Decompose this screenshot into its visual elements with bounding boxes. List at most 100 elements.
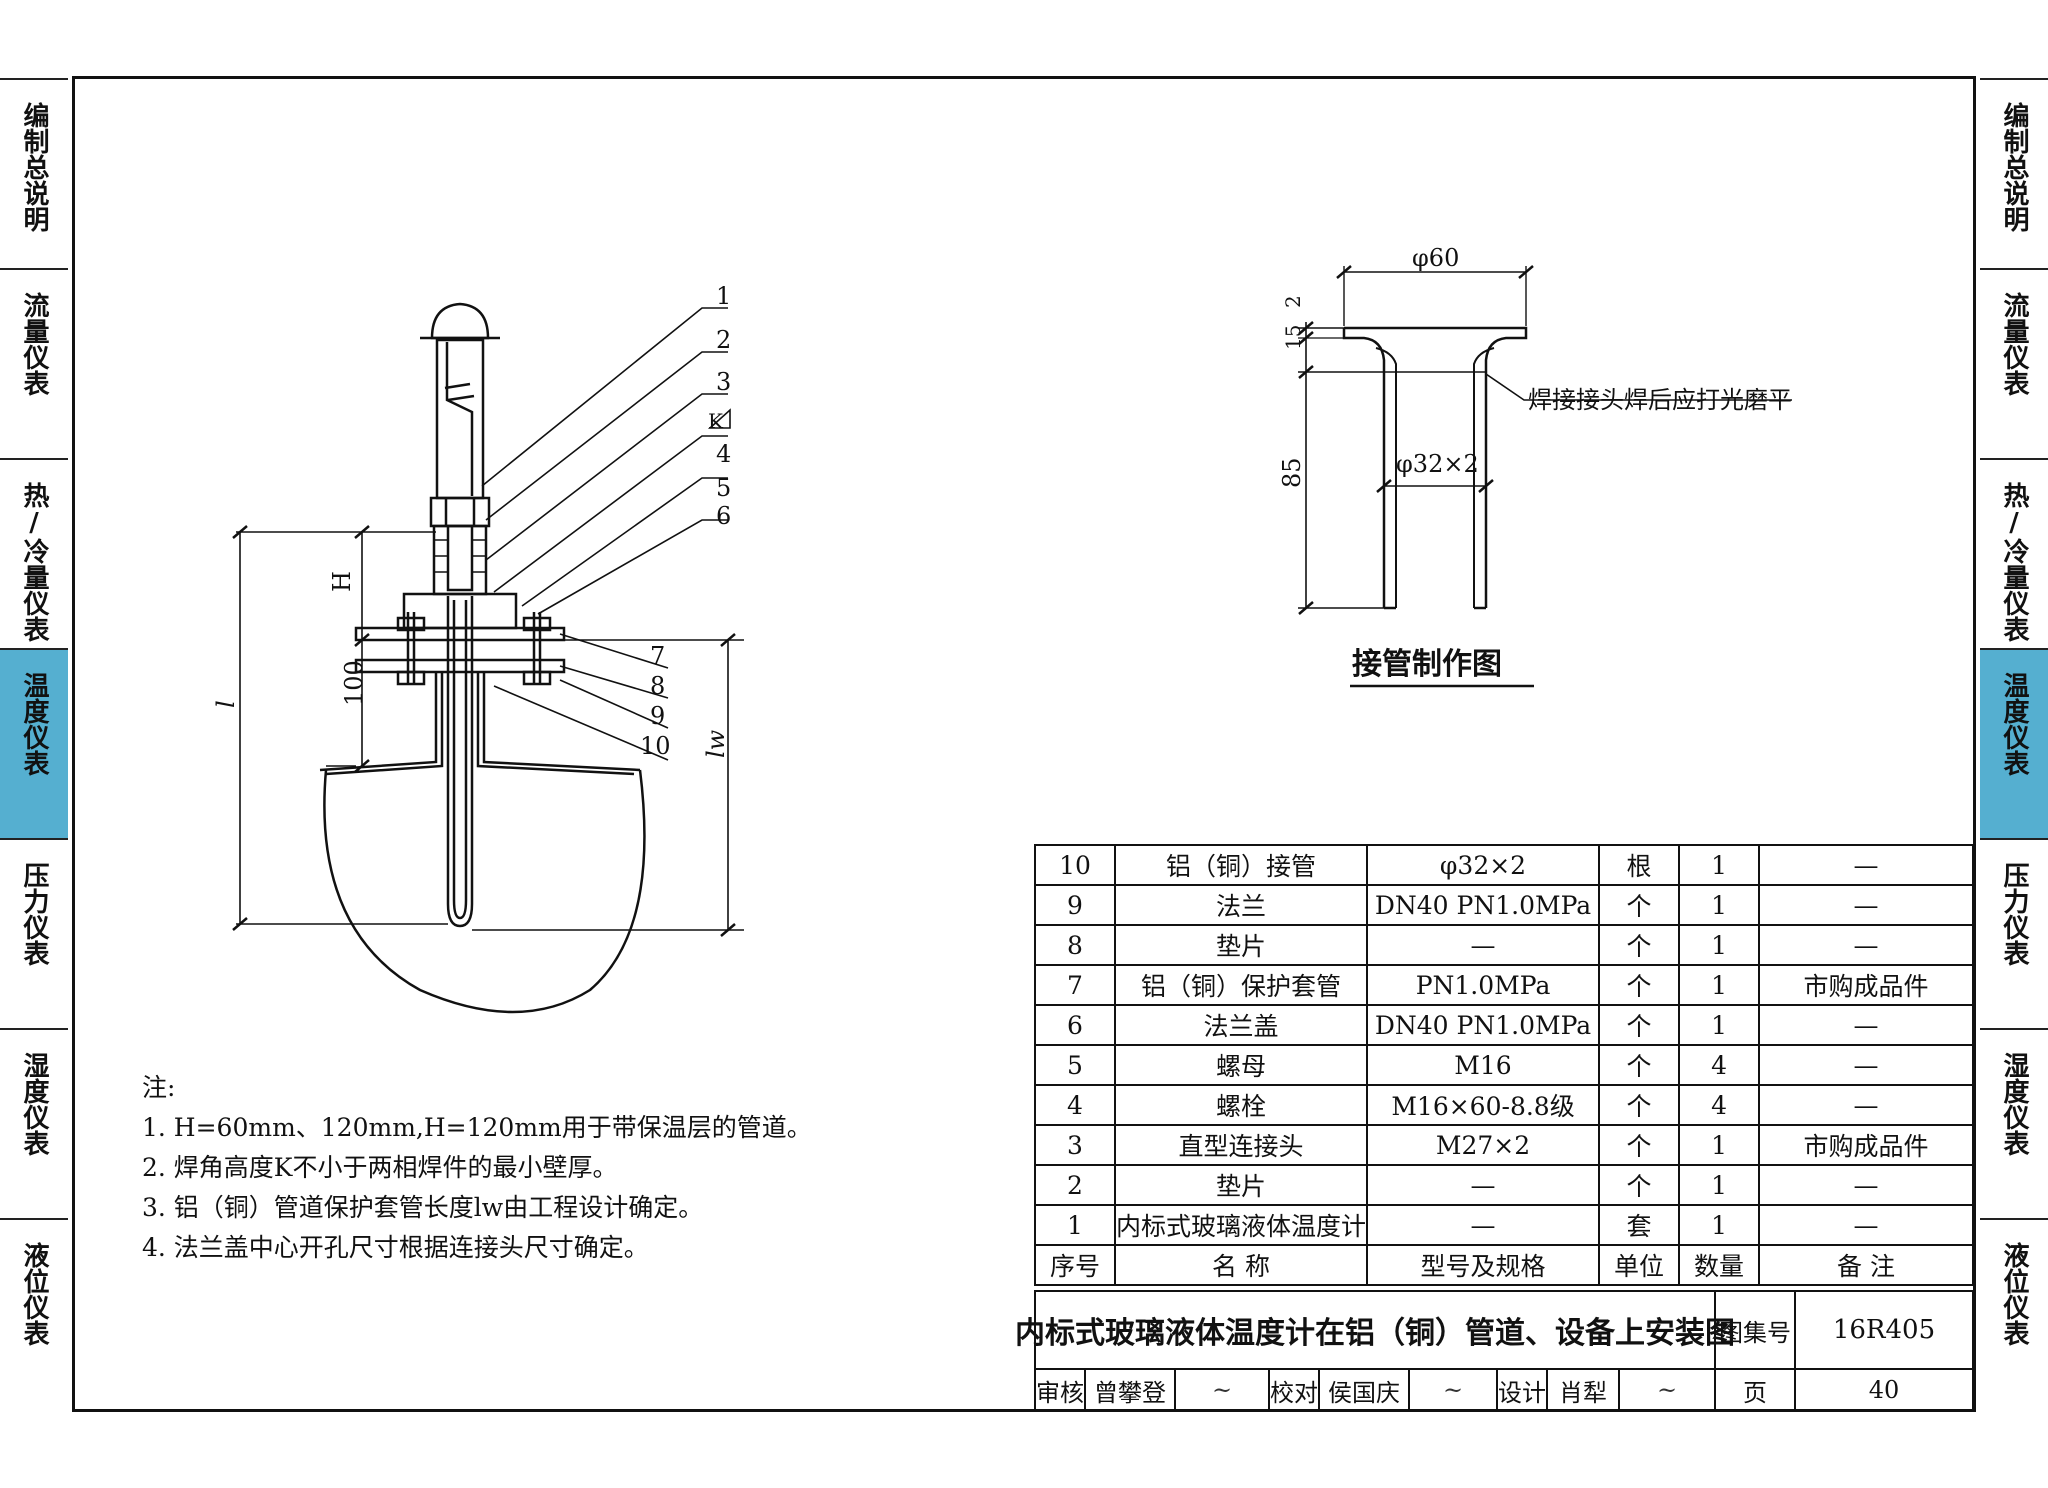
parts-cell: —	[1758, 884, 1975, 926]
parts-cell: 垫片	[1113, 924, 1369, 966]
nut-right	[522, 616, 552, 632]
vessel-body	[323, 769, 646, 1014]
reviewer-signature: ~	[1176, 1370, 1270, 1410]
parts-cell: 螺母	[1113, 1044, 1369, 1086]
tab-level-meters[interactable]: 液位仪表	[1980, 1218, 2048, 1408]
drawing-title: 内标式玻璃液体温度计在铝（铜）管道、设备上安装图	[1015, 1292, 1735, 1368]
tab-flow-meters[interactable]: 流量仪表	[0, 268, 68, 458]
note-line-1: 1. H=60mm、120mm,H=120mm用于带保温层的管道。	[142, 1113, 812, 1142]
title-block-main-row: 内标式玻璃液体温度计在铝（铜）管道、设备上安装图 图集号 16R405	[1015, 1290, 1974, 1370]
tab-pressure-meters[interactable]: 压力仪表	[1980, 838, 2048, 1028]
pipe-drawing-title: 接管制作图	[1352, 647, 1502, 682]
parts-cell: 个	[1598, 1084, 1681, 1126]
weld-k-label: K	[708, 409, 724, 433]
title-block-signature-row: 审核 曾攀登 ~ 校对 侯国庆 ~ 设计 肖犁 ~ 页 40	[1034, 1368, 1974, 1412]
parts-cell: 个	[1598, 884, 1681, 926]
parts-cell: M16	[1366, 1044, 1601, 1086]
parts-cell: —	[1758, 924, 1975, 966]
design-label: 设计	[1498, 1370, 1548, 1410]
dim-100: 100	[340, 660, 368, 706]
thermometer-cap	[430, 302, 490, 340]
parts-cell: 9	[1034, 884, 1116, 926]
designer-signature: ~	[1620, 1370, 1716, 1410]
parts-cell: —	[1758, 1204, 1975, 1246]
callout-1: 1	[716, 282, 731, 310]
page-number: 40	[1868, 1376, 1900, 1404]
parts-cell: 内标式玻璃液体温度计	[1113, 1204, 1369, 1246]
tab-heat-meters[interactable]: 热/冷量仪表	[0, 458, 68, 648]
parts-cell: 1	[1678, 844, 1761, 886]
dim-phi32: φ32×2	[1396, 450, 1479, 478]
tab-label: 热/冷量仪表	[1999, 482, 2029, 642]
tab-humidity-meters[interactable]: 湿度仪表	[1980, 1028, 2048, 1218]
parts-cell: 1	[1678, 1164, 1761, 1206]
tab-level-meters[interactable]: 液位仪表	[0, 1218, 68, 1408]
parts-cell: 个	[1598, 1124, 1681, 1166]
pipe-right-wall	[482, 672, 641, 772]
dim-2: 2	[1281, 295, 1305, 308]
parts-cell: M16×60-8.8级	[1366, 1084, 1601, 1126]
parts-cell: —	[1758, 1084, 1975, 1126]
parts-cell: 个	[1598, 1004, 1681, 1046]
tab-pressure-meters[interactable]: 压力仪表	[0, 838, 68, 1028]
tab-temperature-meters[interactable]: 温度仪表	[0, 648, 68, 838]
parts-cell: 个	[1598, 1164, 1681, 1206]
dim-phi60: φ60	[1412, 244, 1459, 272]
callout-10: 10	[640, 732, 671, 760]
protection-sleeve	[446, 596, 474, 928]
parts-cell: 铝（铜）保护套管	[1113, 964, 1369, 1006]
break-lines	[444, 382, 475, 402]
parts-cell: 市购成品件	[1758, 964, 1975, 1006]
parts-cell: 4	[1034, 1084, 1116, 1126]
parts-cell: 1	[1678, 1204, 1761, 1246]
tab-flow-meters[interactable]: 流量仪表	[1980, 268, 2048, 458]
parts-cell: 个	[1598, 964, 1681, 1006]
parts-cell: 1	[1678, 1004, 1761, 1046]
parts-cell: 10	[1034, 844, 1116, 886]
tab-label: 温度仪表	[19, 672, 49, 776]
tab-general-notes[interactable]: 编制总说明	[1980, 78, 2048, 268]
pipe-flare-right	[1344, 326, 1528, 608]
parts-cell: 直型连接头	[1113, 1124, 1369, 1166]
notes-heading: 注:	[142, 1073, 176, 1102]
parts-cell: 1	[1678, 884, 1761, 926]
tab-humidity-meters[interactable]: 湿度仪表	[0, 1028, 68, 1218]
tab-label: 湿度仪表	[19, 1052, 49, 1156]
parts-cell: M27×2	[1366, 1124, 1601, 1166]
tab-heat-meters[interactable]: 热/冷量仪表	[1980, 458, 2048, 648]
callout-5: 5	[716, 474, 731, 502]
parts-cell: 法兰盖	[1113, 1004, 1369, 1046]
parts-cell: 6	[1034, 1004, 1116, 1046]
parts-header-cell: 备 注	[1758, 1244, 1975, 1286]
tab-label: 热/冷量仪表	[19, 482, 49, 642]
parts-cell: —	[1366, 1204, 1601, 1246]
parts-cell: 个	[1598, 1044, 1681, 1086]
main-installation-drawing	[232, 302, 744, 1014]
pipe-flare-left	[1342, 328, 1386, 608]
parts-cell: DN40 PN1.0MPa	[1366, 884, 1601, 926]
tab-temperature-meters[interactable]: 温度仪表	[1980, 648, 2048, 838]
checker-name: 侯国庆	[1320, 1370, 1410, 1410]
parts-cell: 4	[1678, 1084, 1761, 1126]
dim-15: 15	[1281, 325, 1305, 350]
flange	[354, 658, 566, 674]
parts-cell: 1	[1678, 964, 1761, 1006]
thermometer-body	[435, 338, 485, 500]
page-label: 页	[1716, 1370, 1796, 1410]
parts-cell: 4	[1678, 1044, 1761, 1086]
connector-body	[432, 524, 488, 596]
callout-3: 3	[716, 368, 731, 396]
parts-cell: 铝（铜）接管	[1113, 844, 1369, 886]
check-label: 校对	[1270, 1370, 1320, 1410]
parts-cell: 套	[1598, 1204, 1681, 1246]
connector-hex	[429, 496, 491, 528]
callout-6: 6	[716, 502, 731, 530]
tab-general-notes[interactable]: 编制总说明	[0, 78, 68, 268]
parts-cell: 市购成品件	[1758, 1124, 1975, 1166]
